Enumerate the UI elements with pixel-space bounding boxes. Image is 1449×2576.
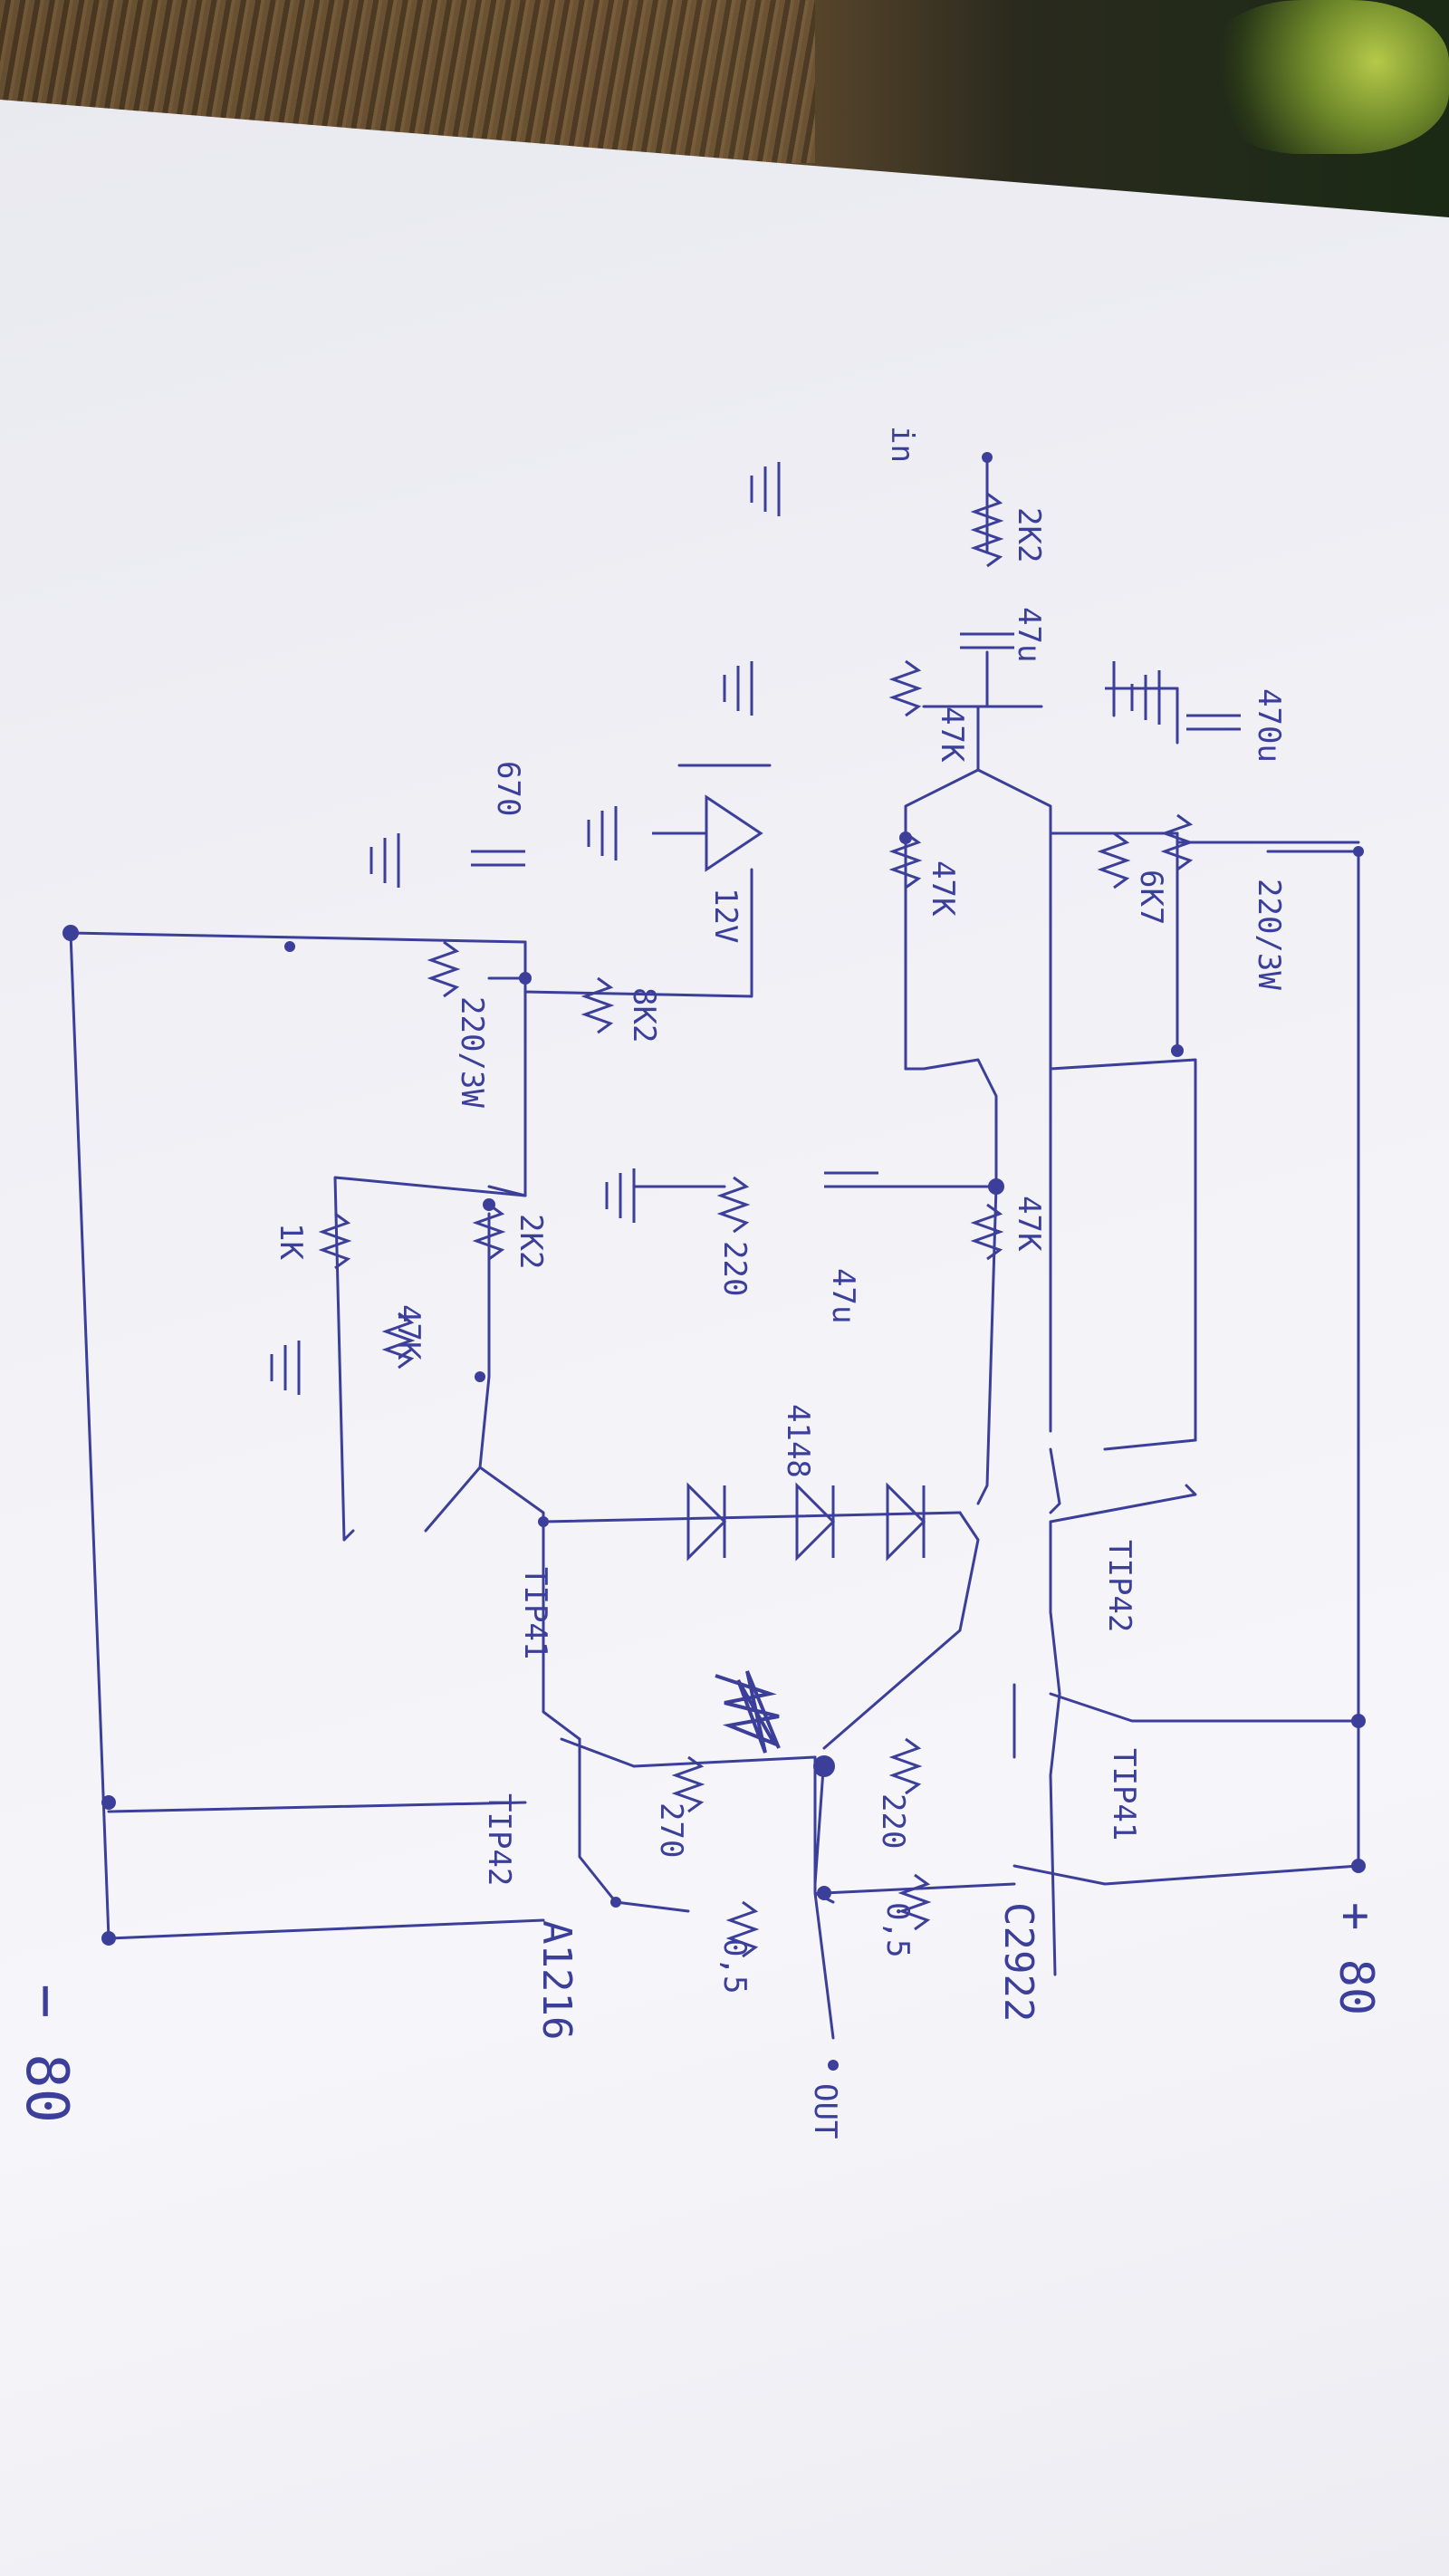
ground-symbols <box>270 462 1161 1395</box>
label-minus: − 80 <box>13 1984 80 2123</box>
label-c-in: 47u <box>1011 607 1047 662</box>
label-q-tip42-left: TIP42 <box>481 1793 517 1886</box>
label-r-1k: 1K <box>273 1223 309 1260</box>
label-q-tip41-right: TIP41 <box>1106 1748 1142 1841</box>
label-c-670: 670 <box>490 761 526 816</box>
label-r-270: 270 <box>653 1802 689 1858</box>
label-r-220-3w-left: 220/3W <box>454 996 490 1108</box>
diode-symbols <box>652 794 926 1562</box>
background-object <box>1204 0 1449 154</box>
label-r-05-top: 0,5 <box>879 1902 916 1957</box>
junction-dots <box>62 452 1366 2071</box>
label-r-6k7: 6K7 <box>1133 870 1169 925</box>
label-pot-47k: 47K <box>390 1304 427 1360</box>
label-r-05-bot: 0,5 <box>716 1938 753 1994</box>
scribble-mark <box>715 1670 781 1754</box>
label-zener: 12V <box>707 888 744 943</box>
label-q-tip41-left: TIP41 <box>517 1567 553 1659</box>
label-r-47k-mid: 47K <box>1011 1196 1047 1252</box>
label-r-220-out: 220 <box>875 1793 911 1849</box>
label-d-4148: 4148 <box>780 1404 816 1478</box>
capacitor-symbols <box>471 632 1241 1188</box>
resistor-symbols <box>318 492 1195 1958</box>
label-r-220-3w-top: 220/3W <box>1251 879 1287 990</box>
label-plus: + 80 <box>1329 1902 1383 2015</box>
label-r-a: 47K <box>934 706 970 763</box>
label-q-a1216: A1216 <box>533 1920 580 2040</box>
label-r-2k2: 2K2 <box>513 1214 549 1269</box>
component-labels: in 2K2 47u 47K 470u 220/3W 6K7 47K 12V 6… <box>13 426 1383 2139</box>
label-r-in: 2K2 <box>1011 507 1047 562</box>
paper-sheet <box>0 100 1449 2576</box>
label-in: in <box>884 426 920 463</box>
label-q-c2922: C2922 <box>995 1902 1041 2022</box>
label-c-47u-mid: 47u <box>825 1268 861 1323</box>
label-r-b: 47K <box>925 860 961 917</box>
label-out: OUT <box>807 2083 843 2139</box>
label-r-220-mid: 220 <box>716 1241 753 1296</box>
label-c-470: 470u <box>1251 688 1287 763</box>
circuit-wires <box>69 456 1360 2040</box>
label-q-tip42-right: TIP42 <box>1101 1540 1137 1632</box>
label-r-8k2: 8K2 <box>626 987 662 1043</box>
